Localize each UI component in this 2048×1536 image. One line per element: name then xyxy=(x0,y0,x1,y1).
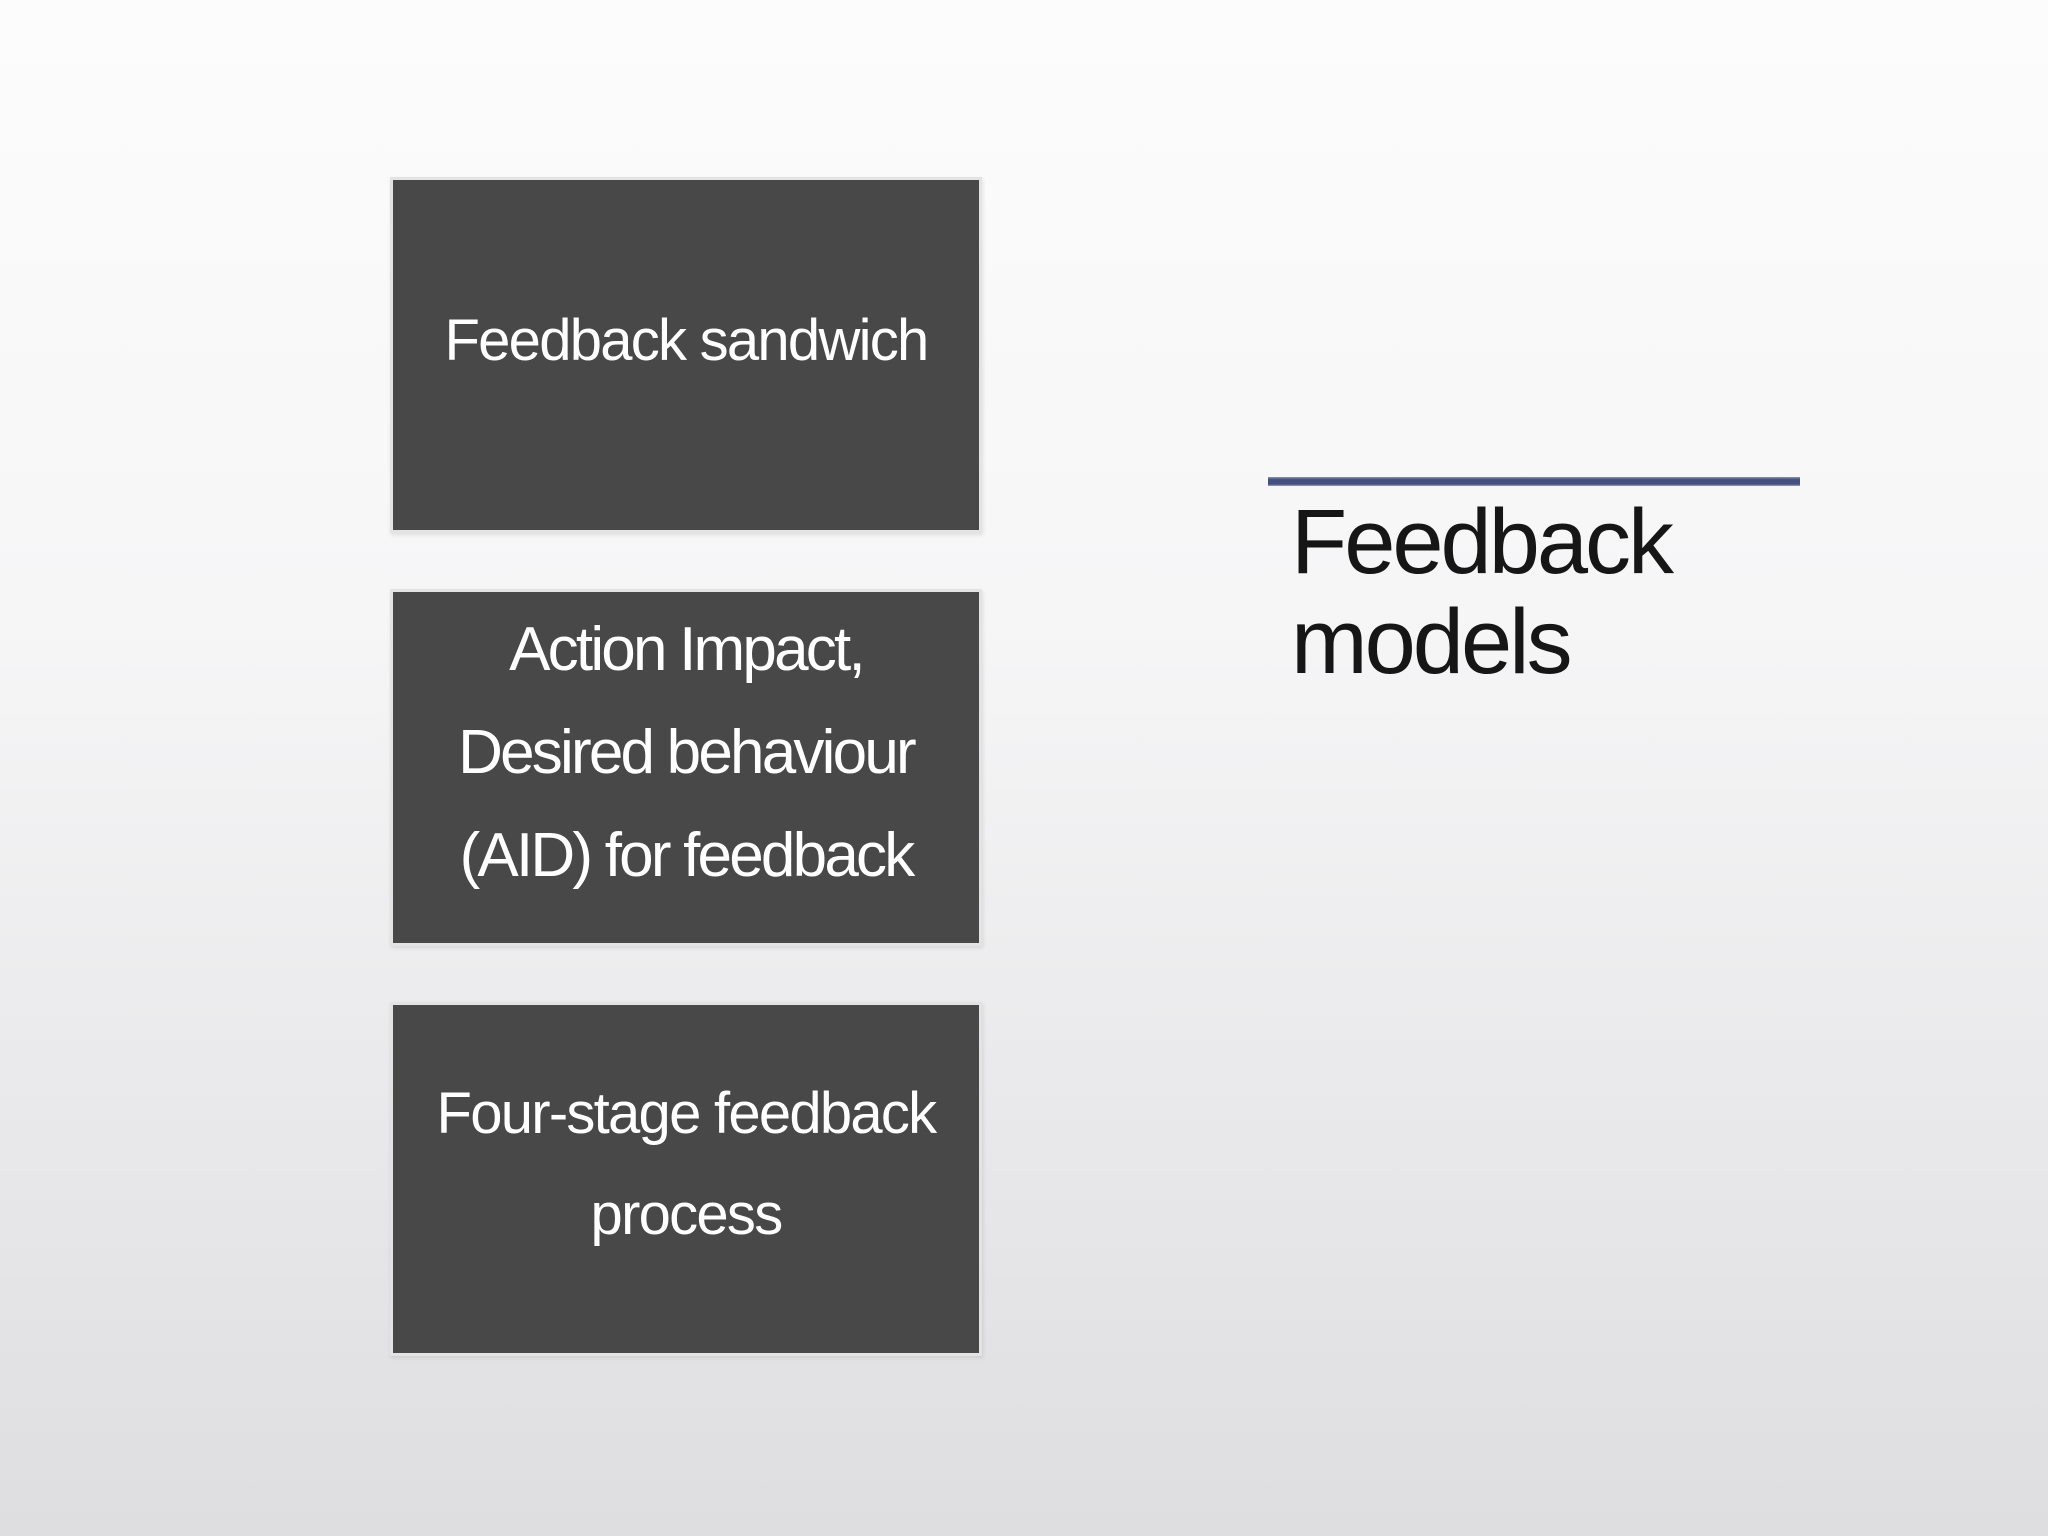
smartart-box-aid-feedback: Action Impact, Desired behaviour (AID) f… xyxy=(390,589,982,946)
box-label-four-stage-process: Four-stage feedback process xyxy=(436,1081,938,1247)
smartart-box-four-stage-process: Four-stage feedback process xyxy=(390,1002,982,1356)
box-label-aid-feedback: Action Impact, Desired behaviour (AID) f… xyxy=(458,615,917,890)
slide-title: Feedback models xyxy=(1291,491,1674,693)
box-label-feedback-sandwich: Feedback sandwich xyxy=(444,307,929,373)
title-divider-line xyxy=(1268,477,1800,486)
smartart-box-feedback-sandwich: Feedback sandwich xyxy=(390,177,982,533)
